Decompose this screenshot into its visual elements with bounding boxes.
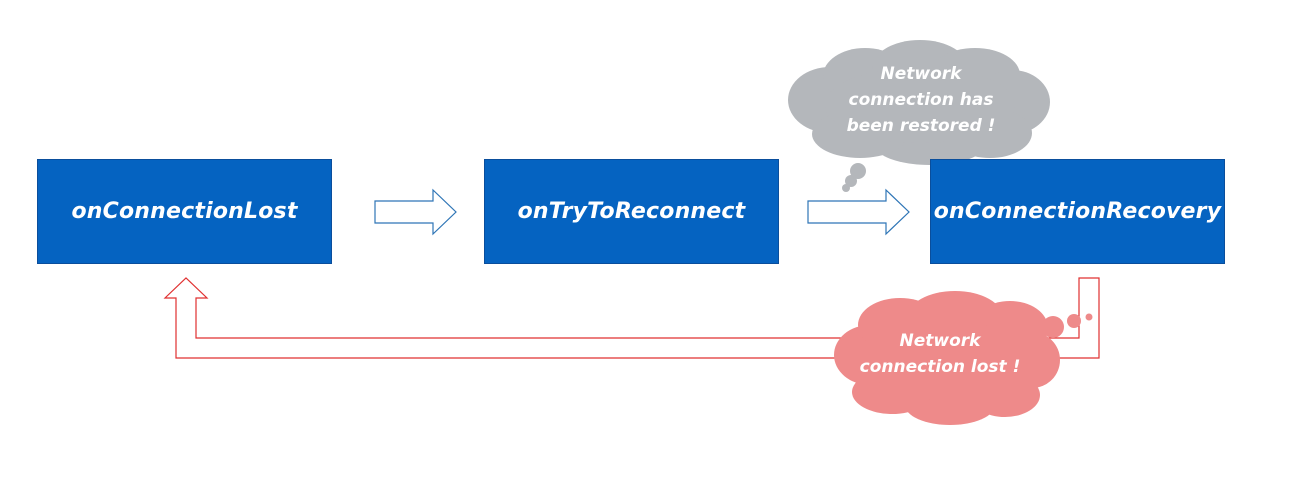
cloud-lost bbox=[834, 291, 1093, 425]
arrow-reconnect-to-recovery bbox=[807, 188, 910, 236]
state-on-connection-recovery: onConnectionRecovery bbox=[930, 159, 1225, 264]
cloud-restored-line-3: been restored ! bbox=[846, 116, 996, 136]
cloud-restored-text: Network connection has been restored ! bbox=[816, 61, 1026, 139]
state-on-try-to-reconnect: onTryToReconnect bbox=[484, 159, 779, 264]
loop-back-arrow bbox=[163, 277, 1100, 359]
cloud-restored-line-2: connection has bbox=[848, 90, 994, 110]
cloud-lost-text: Network connection lost ! bbox=[840, 328, 1040, 380]
cloud-lost-line-2: connection lost ! bbox=[859, 357, 1021, 377]
cloud-restored bbox=[788, 40, 1050, 192]
cloud-lost-line-1: Network bbox=[899, 331, 981, 351]
state-on-connection-lost: onConnectionLost bbox=[37, 159, 332, 264]
arrow-lost-to-reconnect bbox=[374, 188, 457, 236]
cloud-restored-line-1: Network bbox=[880, 64, 962, 84]
